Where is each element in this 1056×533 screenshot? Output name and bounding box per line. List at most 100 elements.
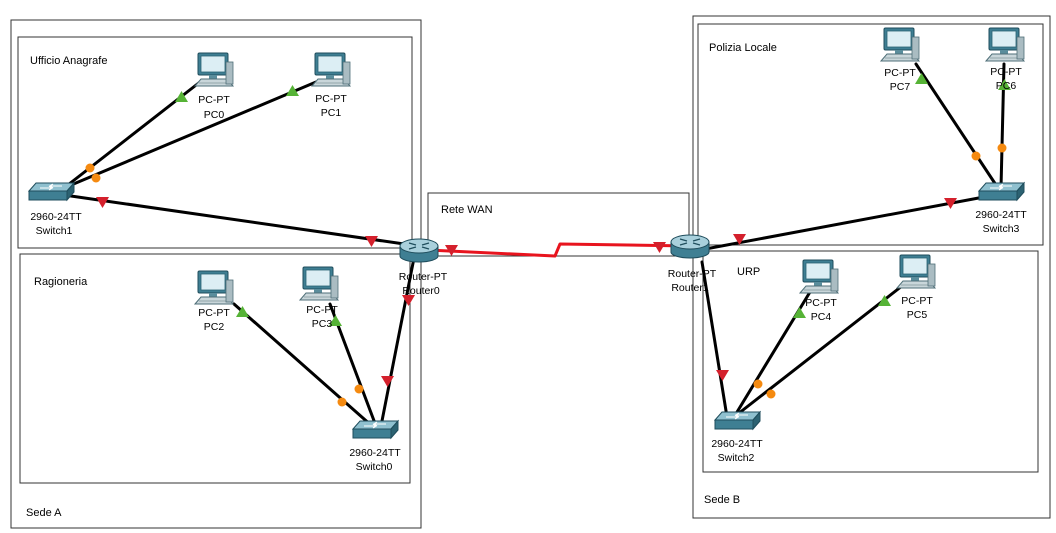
switch-icon	[352, 420, 399, 439]
device-model-label: PC-PT	[306, 304, 338, 316]
device-pc1[interactable]: PC-PT PC1	[311, 52, 351, 119]
pc-icon	[799, 259, 839, 294]
switch-icon	[28, 182, 75, 201]
cluster-label-sede-a: Sede A	[26, 507, 62, 519]
cluster-label-ragioneria: Ragioneria	[34, 276, 88, 288]
device-model-label: Router-PT	[399, 271, 448, 283]
device-model-label: 2960-24TT	[711, 438, 763, 450]
link-router1-switch2[interactable]	[700, 260, 729, 419]
device-model-label: PC-PT	[805, 297, 837, 309]
device-model-label: 2960-24TT	[349, 447, 401, 459]
device-pc6[interactable]: PC-PT PC6	[985, 27, 1025, 92]
pc-icon	[194, 270, 234, 305]
link-switch0-pc2[interactable]	[232, 302, 374, 428]
device-name-label: Router1	[671, 282, 709, 294]
router-icon	[670, 234, 710, 259]
device-model-label: 2960-24TT	[30, 211, 82, 223]
device-router1[interactable]: Router-PT Router1	[668, 234, 717, 294]
device-switch0[interactable]: 2960-24TT Switch0	[349, 420, 401, 473]
device-model-label: PC-PT	[198, 94, 230, 106]
link-down-icon	[944, 198, 957, 209]
device-pc2[interactable]: PC-PT PC2	[194, 270, 234, 333]
device-model-label: PC-PT	[901, 295, 933, 307]
device-name-label: Switch3	[983, 223, 1020, 235]
device-name-label: Router0	[402, 285, 440, 297]
link-blink-icon	[766, 389, 776, 399]
device-pc4[interactable]: PC-PT PC4	[799, 259, 839, 323]
link-up-icon	[915, 73, 928, 84]
cluster-label-urp: URP	[737, 266, 760, 278]
device-name-label: PC7	[890, 81, 911, 93]
area-rete-wan	[427, 192, 690, 257]
cluster-label-ufficio-anagrafe: Ufficio Anagrafe	[30, 55, 107, 67]
pc-icon	[299, 266, 339, 301]
pc-icon	[880, 27, 920, 62]
device-switch2[interactable]: 2960-24TT Switch2	[711, 411, 763, 464]
area-urp	[702, 250, 1039, 473]
link-switch1-router0[interactable]	[62, 193, 420, 248]
device-pc0[interactable]: PC-PT PC0	[194, 52, 234, 121]
link-up-icon	[998, 79, 1011, 90]
area-ufficio-anagrafe	[17, 36, 413, 249]
link-up-icon	[878, 295, 891, 306]
switch-icon	[978, 182, 1025, 201]
device-switch3[interactable]: 2960-24TT Switch3	[975, 182, 1027, 235]
area-polizia-locale	[697, 23, 1044, 246]
link-switch1-pc1[interactable]	[62, 80, 318, 190]
device-model-label: PC-PT	[198, 307, 230, 319]
device-name-label: PC6	[996, 80, 1017, 92]
link-down-icon	[402, 295, 415, 306]
device-switch1[interactable]: 2960-24TT Switch1	[28, 182, 82, 237]
link-blink-icon	[354, 384, 364, 394]
link-down-icon	[445, 245, 458, 256]
link-router0-router1-wan[interactable]	[427, 242, 691, 258]
link-down-icon	[381, 376, 394, 387]
link-switch2-pc5[interactable]	[732, 284, 904, 419]
link-blink-icon	[85, 163, 95, 173]
link-up-markers	[175, 73, 1011, 326]
link-down-icon	[716, 370, 729, 381]
link-up-icon	[286, 85, 299, 96]
link-blink-icon	[753, 379, 763, 389]
device-model-label: PC-PT	[315, 93, 347, 105]
device-model-label: 2960-24TT	[975, 209, 1027, 221]
link-down-markers	[96, 197, 957, 387]
link-up-icon	[329, 315, 342, 326]
link-down-icon	[365, 236, 378, 247]
device-name-label: PC4	[811, 311, 832, 323]
link-router1-switch3[interactable]	[698, 192, 1002, 252]
router-icon	[399, 238, 439, 263]
link-blink-icon	[91, 173, 101, 183]
device-model-label: PC-PT	[990, 66, 1022, 78]
cluster-label-polizia-locale: Polizia Locale	[709, 42, 777, 54]
device-name-label: Switch0	[356, 461, 393, 473]
device-pc3[interactable]: PC-PT PC3	[299, 266, 339, 330]
device-pc7[interactable]: PC-PT PC7	[880, 27, 920, 93]
device-name-label: Switch2	[718, 452, 755, 464]
link-blink-icon	[337, 397, 347, 407]
device-name-label: PC3	[312, 318, 333, 330]
area-sede-b	[692, 15, 1051, 519]
link-switch0-router0[interactable]	[379, 256, 416, 428]
link-blink-icon	[997, 143, 1007, 153]
link-switch3-pc7[interactable]	[914, 62, 1000, 190]
link-down-icon	[653, 242, 666, 253]
device-model-label: PC-PT	[884, 67, 916, 79]
pc-icon	[985, 27, 1025, 62]
device-router0[interactable]: Router-PT Router0	[399, 238, 448, 297]
link-down-icon	[733, 234, 746, 245]
link-down-icon	[96, 197, 109, 208]
link-up-icon	[793, 307, 806, 318]
pc-icon	[194, 52, 234, 87]
area-ragioneria	[19, 253, 411, 484]
cluster-label-rete-wan: Rete WAN	[441, 204, 493, 216]
device-model-label: Router-PT	[668, 268, 717, 280]
device-name-label: Switch1	[36, 225, 73, 237]
area-sede-a	[10, 19, 422, 529]
link-up-icon	[236, 306, 249, 317]
device-pc5[interactable]: PC-PT PC5	[896, 254, 936, 321]
device-name-label: PC1	[321, 107, 342, 119]
link-up-icon	[175, 91, 188, 102]
switch-icon	[714, 411, 761, 430]
